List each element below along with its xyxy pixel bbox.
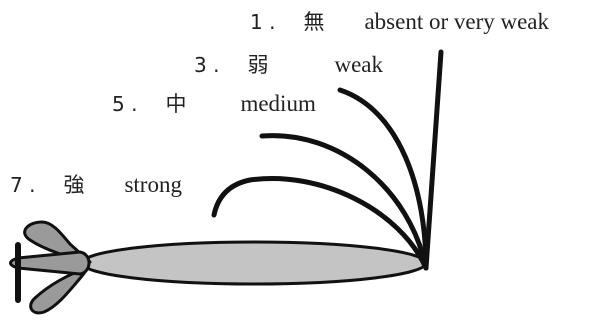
level-1-kanji: 無 <box>303 10 325 34</box>
level-5-number: 5 . <box>112 92 138 116</box>
label-level-3: 3 . 弱 weak <box>194 53 383 77</box>
level-1-number: 1 . <box>250 10 276 34</box>
curve-level-3 <box>337 87 429 271</box>
level-3-english: weak <box>334 52 383 77</box>
level-7-english: strong <box>124 172 182 197</box>
level-5-kanji: 中 <box>165 92 187 116</box>
label-level-1: 1 . 無 absent or very weak <box>250 10 549 34</box>
curve-level-1 <box>423 49 444 271</box>
curve-level-7 <box>211 176 429 271</box>
label-level-5: 5 . 中 medium <box>112 92 316 116</box>
level-3-number: 3 . <box>194 53 220 77</box>
curve-level-5 <box>259 133 429 271</box>
level-1-english: absent or very weak <box>364 9 550 34</box>
level-5-english: medium <box>240 91 316 116</box>
tail-fin-icon <box>9 220 92 315</box>
level-7-number: 7 . <box>10 173 36 197</box>
level-3-kanji: 弱 <box>247 53 269 77</box>
fish-body <box>80 240 428 286</box>
label-level-7: 7 . 強 strong <box>10 173 182 197</box>
level-7-kanji: 強 <box>63 173 85 197</box>
